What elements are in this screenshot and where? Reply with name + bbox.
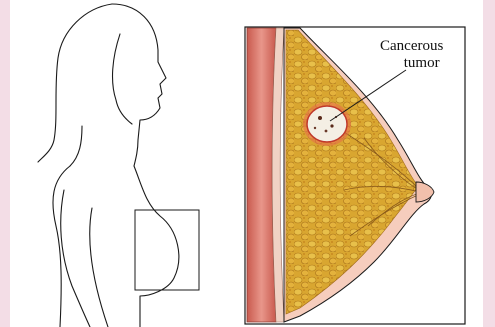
annotation-line-2: tumor — [380, 55, 443, 72]
annotation-label: Cancerous tumor — [380, 38, 443, 72]
tumor — [303, 102, 351, 146]
chest-wall-muscle — [247, 28, 276, 322]
profile-silhouette — [38, 4, 179, 327]
annotation-line-1: Cancerous — [380, 38, 443, 55]
